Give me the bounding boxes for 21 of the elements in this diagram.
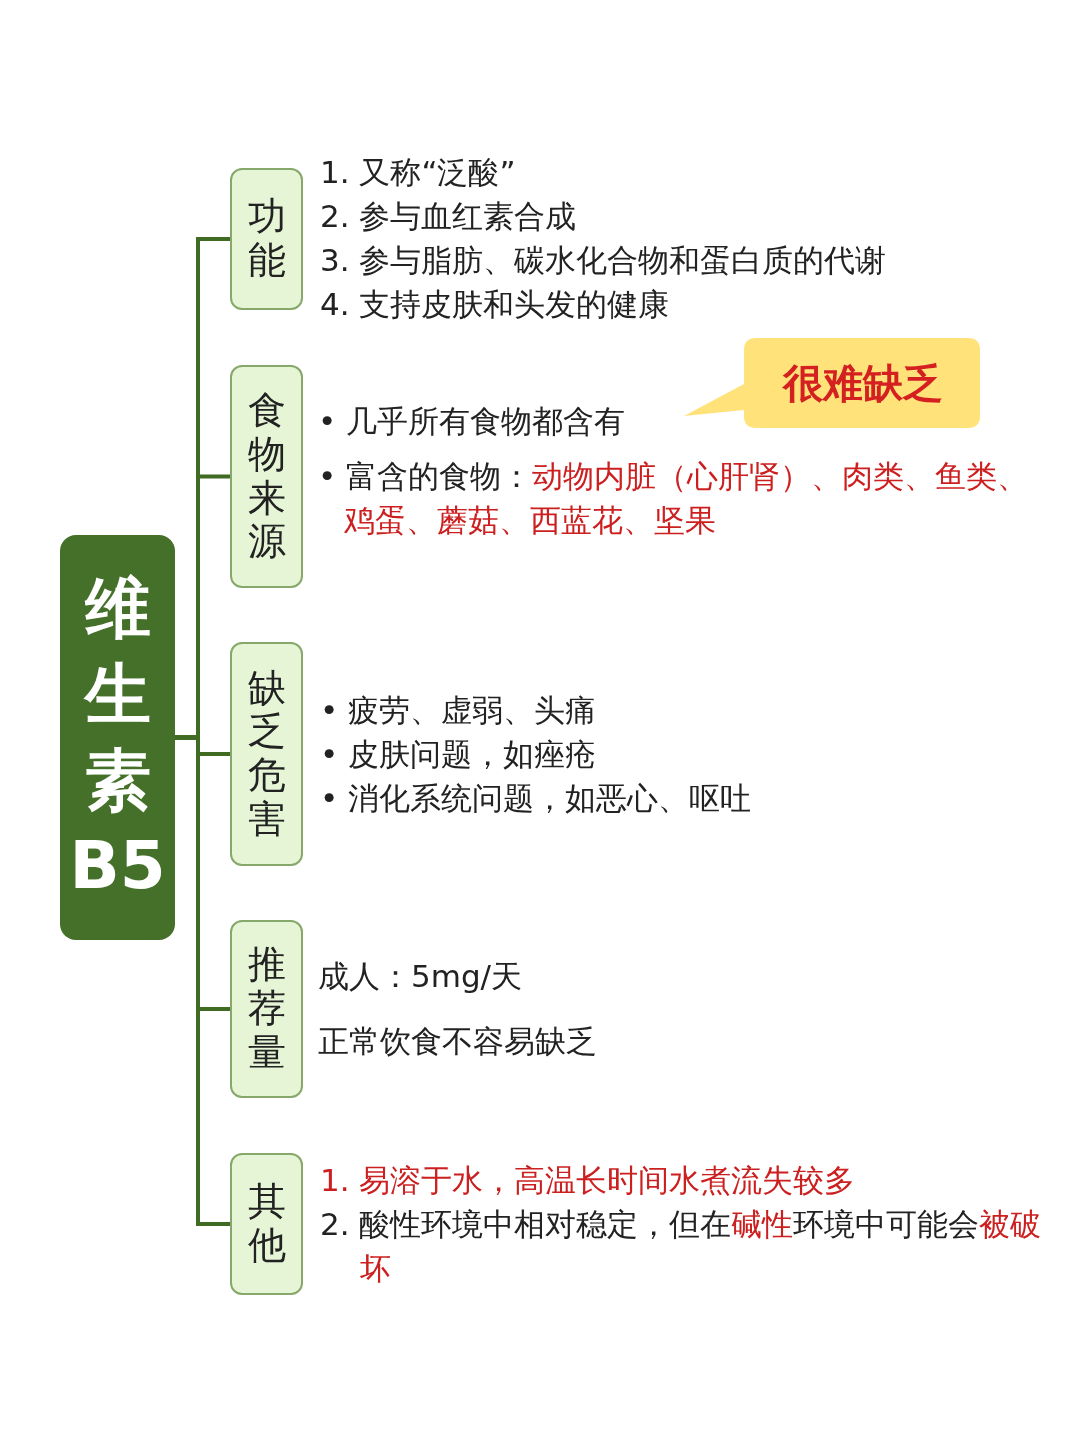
list-item: • 皮肤问题，如痤疮 [320, 735, 598, 774]
list-item: • 疲劳、虚弱、头痛 [320, 691, 598, 730]
list-item: 4. 支持皮肤和头发的健康 [320, 285, 671, 324]
list-item: • 几乎所有食物都含有 [318, 402, 627, 441]
category-box: 推荐量 [230, 920, 303, 1098]
list-item: 1. 易溶于水，高温长时间水煮流失较多 [320, 1161, 857, 1200]
category-box: 食物来源 [230, 365, 303, 588]
list-item: 1. 又称“泛酸” [320, 153, 517, 192]
topic-box: 维生素B5 [60, 535, 175, 940]
list-item: • 富含的食物：动物内脏（心肝肾）、肉类、鱼类、鸡蛋、蘑菇、西蓝花、坚果 [318, 457, 1030, 540]
connector-line [175, 735, 230, 1226]
category-box: 其他 [230, 1153, 303, 1295]
list-item: • 消化系统问题，如恶心、呕吐 [320, 779, 753, 818]
list-item: 2. 酸性环境中相对稳定，但在碱性环境中可能会被破坏 [320, 1205, 1043, 1288]
list-item: 2. 参与血红素合成 [320, 197, 578, 236]
category-box: 功能 [230, 168, 303, 310]
list-item: 正常饮食不容易缺乏 [318, 1022, 598, 1061]
callout-text: 很难缺乏 [783, 358, 943, 408]
list-item: 3. 参与脂肪、碳水化合物和蛋白质的代谢 [320, 241, 888, 280]
list-item: 成人：5mg/天 [318, 957, 524, 996]
category-box: 缺乏危害 [230, 642, 303, 866]
